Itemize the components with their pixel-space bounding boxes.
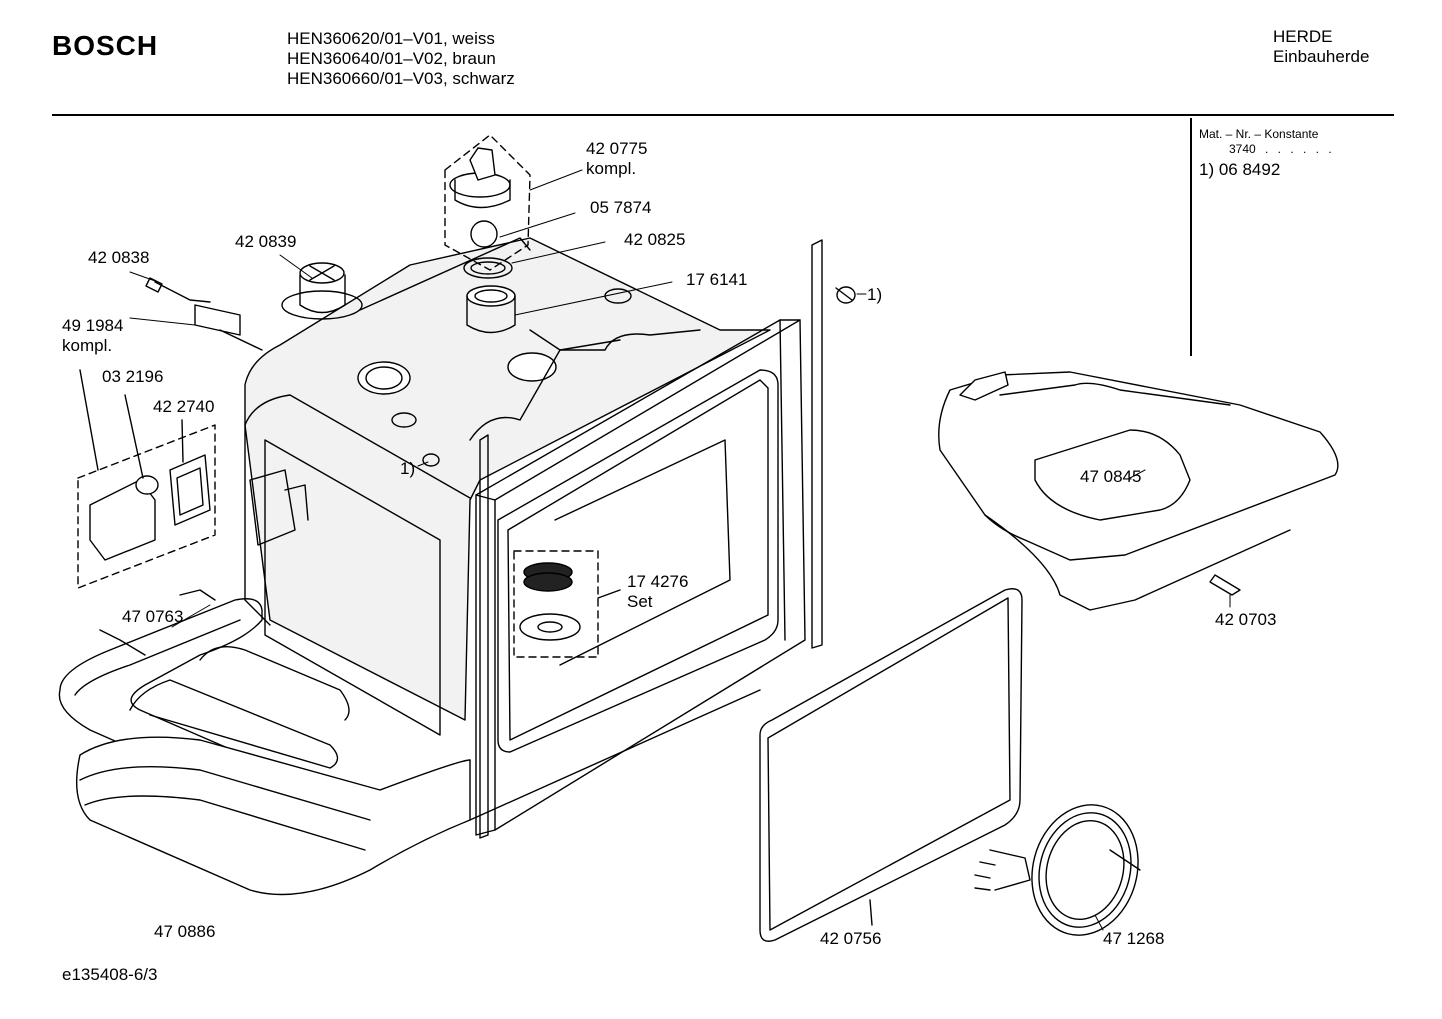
part-label-420839: 42 0839 [235,232,297,251]
part-label-422740: 42 2740 [153,397,215,416]
oven-cavity [244,237,856,736]
part-label-470886: 47 0886 [154,922,216,941]
part-label-491984: 49 1984 kompl. [62,316,123,356]
part-label-057874: 05 7874 [590,198,652,217]
drawing-code: e135408-6/3 [62,965,158,984]
grease-filter-set [513,550,621,658]
material-number-dots: . . . . . . [1265,142,1335,156]
part-qualifier: Set [627,592,653,611]
category-title: HERDE [1273,27,1333,46]
part-label-420703: 42 0703 [1215,610,1277,629]
part-label-420756: 42 0756 [820,929,882,948]
door-seal [759,588,1023,942]
part-label-032196: 03 2196 [102,367,164,386]
part-number: 42 0775 [586,139,648,158]
thermostat-sensor [145,277,263,351]
info-box-divider [1190,118,1192,356]
part-number: 17 4276 [627,572,689,591]
model-line: HEN360660/01–V03, schwarz [287,69,515,88]
footnote-marker-right: 1) [867,285,883,304]
model-line: HEN360620/01–V01, weiss [287,29,495,48]
model-list: HEN360620/01–V01, weiss HEN360640/01–V02… [287,29,515,89]
part-label-420825: 42 0825 [624,230,686,249]
brand-logo: BOSCH [52,30,159,61]
footnote-marker-left: 1) [400,459,416,478]
material-number-value: 3740 [1229,142,1256,156]
lamp-assembly [444,134,531,334]
material-number-label: Mat. – Nr. – Konstante [1199,127,1319,141]
header-divider [52,114,1394,116]
part-label-470845: 47 0845 [1080,467,1142,486]
insulation-mat [75,736,471,896]
part-qualifier: kompl. [586,159,637,178]
part-label-420775: 42 0775 kompl. [586,139,647,179]
ring-heating-element [974,804,1141,936]
category-subtitle: Einbauherde [1273,47,1370,66]
part-number: 49 1984 [62,316,124,335]
part-label-176141: 17 6141 [686,270,748,289]
leader-lines [129,169,1231,931]
part-label-471268: 47 1268 [1103,929,1165,948]
switch-box-group [77,369,216,589]
part-label-420838: 42 0838 [88,248,150,267]
top-heating-element [938,371,1339,611]
part-label-174276: 17 4276 Set [627,572,688,612]
part-qualifier: kompl. [62,336,113,355]
footnote-reference: 1) 06 8492 [1199,160,1281,179]
model-line: HEN360640/01–V02, braun [287,49,496,68]
cooling-outlet [281,262,363,320]
part-label-470763: 47 0763 [122,607,184,626]
appliance-category: HERDE Einbauherde [1273,27,1369,67]
